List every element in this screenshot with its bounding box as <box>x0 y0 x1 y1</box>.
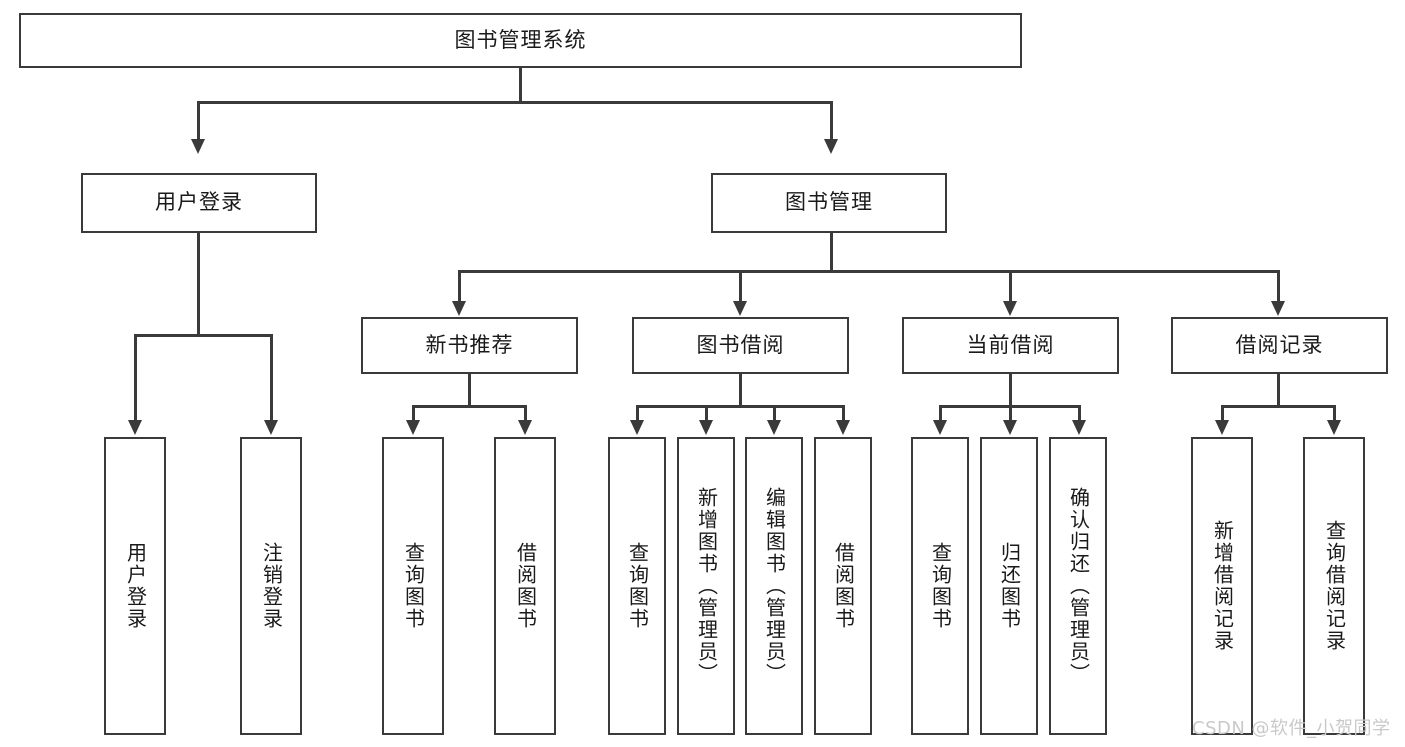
leaf-current-return-book[interactable]: 归还图书 <box>980 437 1038 735</box>
connector-drop-leaf-borrow-2 <box>705 405 708 422</box>
connector-drop-leaf-user-login-2 <box>270 334 273 422</box>
leaf-current-confirm-return-admin[interactable]: 确认归还（管理员） <box>1049 437 1107 735</box>
node-label: 借阅记录 <box>1235 332 1324 357</box>
connector-drop-leaf-borrow-4 <box>842 405 845 422</box>
connector-root-trunk <box>519 68 522 102</box>
node-root-book-management-system[interactable]: 图书管理系统 <box>19 13 1022 68</box>
node-borrow-record[interactable]: 借阅记录 <box>1171 317 1388 374</box>
leaf-recommend-borrow-book[interactable]: 借阅图书 <box>494 437 556 735</box>
arrowhead-leaf-borrow-4 <box>836 420 850 435</box>
node-label: 新书推荐 <box>425 332 514 357</box>
arrowhead-leaf-user-login-2 <box>264 420 278 435</box>
connector-drop-leaf-recommend-2 <box>524 405 527 422</box>
node-current-borrow[interactable]: 当前借阅 <box>902 317 1119 374</box>
connector-drop-leaf-recommend-1 <box>412 405 415 422</box>
node-label: 确认归还（管理员） <box>1066 487 1091 685</box>
node-label: 图书管理 <box>785 190 873 215</box>
connector-drop-new-book-recommend <box>458 270 461 303</box>
arrowhead-book-management <box>824 139 838 154</box>
leaf-user-login-login[interactable]: 用户登录 <box>104 437 166 735</box>
leaf-recommend-query-book[interactable]: 查询图书 <box>382 437 444 735</box>
leaf-record-add-borrow-record[interactable]: 新增借阅记录 <box>1191 437 1253 735</box>
node-label: 查询图书 <box>401 542 426 630</box>
arrowhead-leaf-recommend-1 <box>406 420 420 435</box>
node-label: 当前借阅 <box>966 332 1055 357</box>
connector-book-management-split-bar <box>458 270 1280 273</box>
arrowhead-book-borrow <box>733 301 747 316</box>
node-book-borrow[interactable]: 图书借阅 <box>632 317 849 374</box>
leaf-record-query-borrow-record[interactable]: 查询借阅记录 <box>1303 437 1365 735</box>
connector-book-borrow-trunk <box>739 374 742 406</box>
connector-drop-leaf-borrow-1 <box>636 405 639 422</box>
leaf-borrow-add-book-admin[interactable]: 新增图书（管理员） <box>677 437 735 735</box>
node-label: 新增借阅记录 <box>1210 520 1235 652</box>
arrowhead-borrow-record <box>1271 301 1285 316</box>
connector-drop-user-login <box>197 101 200 141</box>
node-label: 注销登录 <box>259 542 284 630</box>
node-label: 查询图书 <box>928 542 953 630</box>
connector-drop-leaf-user-login-1 <box>134 334 137 422</box>
arrowhead-leaf-current-2 <box>1003 420 1017 435</box>
node-label: 用户登录 <box>155 190 243 215</box>
leaf-current-query-book[interactable]: 查询图书 <box>911 437 969 735</box>
connector-new-book-recommend-split-bar <box>412 405 524 408</box>
connector-drop-leaf-current-3 <box>1078 405 1081 422</box>
arrowhead-leaf-user-login-1 <box>128 420 142 435</box>
watermark-csdn: CSDN @软件_小贺同学 <box>1192 718 1391 739</box>
arrowhead-leaf-record-1 <box>1215 420 1229 435</box>
connector-drop-book-management <box>830 101 833 141</box>
node-book-management[interactable]: 图书管理 <box>711 173 947 233</box>
leaf-borrow-query-book[interactable]: 查询图书 <box>608 437 666 735</box>
arrowhead-current-borrow <box>1003 301 1017 316</box>
node-label: 借阅图书 <box>831 542 856 630</box>
arrowhead-leaf-borrow-2 <box>699 420 713 435</box>
node-label: 图书管理系统 <box>454 27 587 52</box>
connector-drop-leaf-borrow-3 <box>773 405 776 422</box>
connector-drop-borrow-record <box>1277 270 1280 303</box>
connector-borrow-record-split-bar <box>1221 405 1333 408</box>
leaf-borrow-borrow-book[interactable]: 借阅图书 <box>814 437 872 735</box>
node-label: 用户登录 <box>123 542 148 630</box>
node-user-login[interactable]: 用户登录 <box>81 173 317 233</box>
connector-root-split-bar <box>197 101 832 104</box>
connector-drop-book-borrow <box>739 270 742 303</box>
connector-user-login-split-bar <box>134 334 272 337</box>
node-label: 查询图书 <box>625 542 650 630</box>
connector-drop-leaf-current-1 <box>939 405 942 422</box>
connector-book-borrow-split-bar <box>636 405 844 408</box>
arrowhead-leaf-current-3 <box>1072 420 1086 435</box>
connector-borrow-record-trunk <box>1277 374 1280 406</box>
leaf-user-login-logout[interactable]: 注销登录 <box>240 437 302 735</box>
node-label: 归还图书 <box>997 542 1022 630</box>
connector-drop-leaf-current-2 <box>1009 405 1012 422</box>
arrowhead-leaf-recommend-2 <box>518 420 532 435</box>
arrowhead-user-login <box>191 139 205 154</box>
node-label: 新增图书（管理员） <box>694 487 719 685</box>
node-label: 图书借阅 <box>696 332 785 357</box>
arrowhead-leaf-current-1 <box>933 420 947 435</box>
node-label: 借阅图书 <box>513 542 538 630</box>
connector-current-borrow-trunk <box>1009 374 1012 406</box>
connector-user-login-trunk <box>197 233 200 335</box>
arrowhead-new-book-recommend <box>452 301 466 316</box>
connector-book-management-trunk <box>830 233 833 271</box>
connector-drop-current-borrow <box>1009 270 1012 303</box>
connector-drop-leaf-record-2 <box>1333 405 1336 422</box>
arrowhead-leaf-record-2 <box>1327 420 1341 435</box>
leaf-borrow-edit-book-admin[interactable]: 编辑图书（管理员） <box>745 437 803 735</box>
arrowhead-leaf-borrow-3 <box>767 420 781 435</box>
arrowhead-leaf-borrow-1 <box>630 420 644 435</box>
node-label: 查询借阅记录 <box>1322 520 1347 652</box>
connector-new-book-recommend-trunk <box>468 374 471 406</box>
connector-drop-leaf-record-1 <box>1221 405 1224 422</box>
node-new-book-recommend[interactable]: 新书推荐 <box>361 317 578 374</box>
node-label: 编辑图书（管理员） <box>762 487 787 685</box>
